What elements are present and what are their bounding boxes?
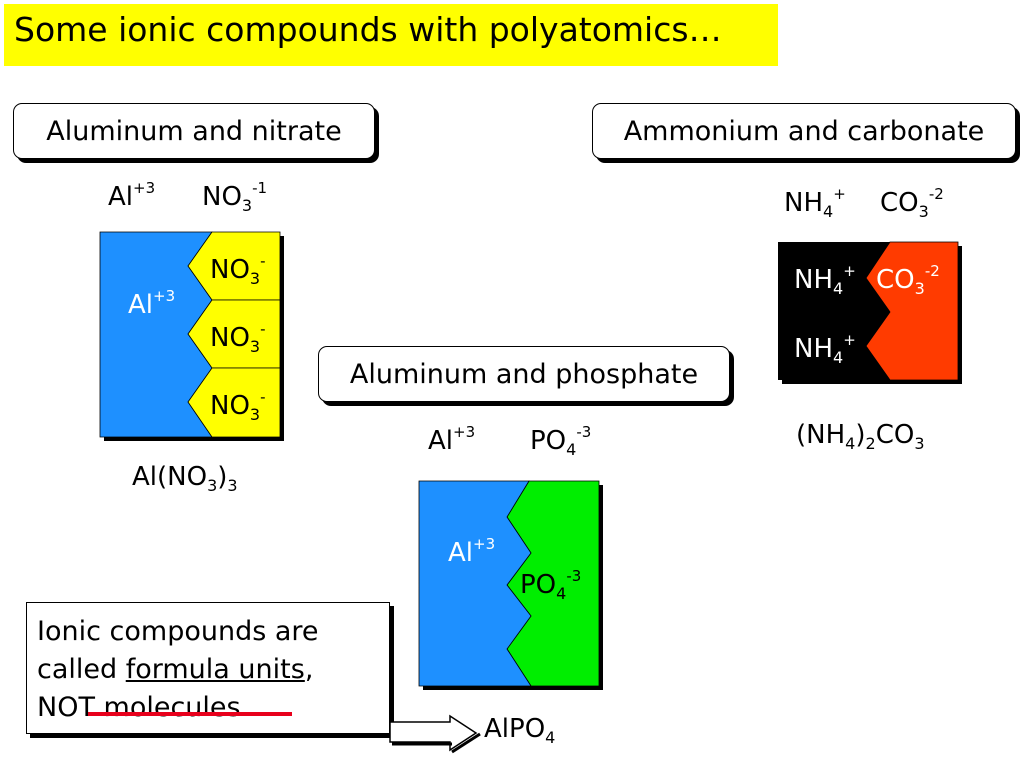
nitrate-block-3 [187, 367, 281, 438]
molecules-struck: molecules. [103, 692, 250, 723]
formula-units-note: Ionic compounds are called formula units… [26, 602, 390, 734]
strike-line [88, 712, 292, 716]
label-text: Ammonium and carbonate [623, 115, 985, 147]
formula-ammonium-carbonate: (NH4)2CO3 [796, 420, 925, 453]
label-aluminum-phosphate: Aluminum and phosphate [318, 346, 730, 402]
ion-ammonium: NH4+ [784, 185, 846, 221]
block-phosphate-label: PO4-3 [520, 567, 582, 603]
label-aluminum-nitrate: Aluminum and nitrate [13, 103, 375, 159]
ammonium-block [778, 242, 890, 380]
formula-al-phosphate: AlPO4 [484, 714, 556, 747]
ion-nitrate: NO3-1 [202, 179, 268, 215]
block-al-label: Al+3 [128, 287, 176, 320]
block-ammonium-label-1: NH4+ [794, 262, 856, 298]
formula-al-nitrate: Al(NO3)3 [132, 462, 238, 495]
ion-al-2: Al+3 [428, 423, 476, 456]
block-nitrate-label-2: NO3- [210, 320, 266, 356]
aluminum-nitrate-blocks [99, 231, 284, 441]
formula-units-term: formula units [125, 654, 305, 685]
note-line-3: NOT molecules. [37, 692, 250, 723]
block-carbonate-label: CO3-2 [876, 262, 940, 298]
ammonium-carbonate-blocks [778, 241, 962, 384]
block-ammonium-label-2: NH4+ [794, 331, 856, 367]
arrow-icon [389, 714, 481, 754]
note-line-1: Ionic compounds are [37, 616, 319, 647]
page-title: Some ionic compounds with polyatomics… [14, 10, 722, 49]
ion-phosphate: PO4-3 [530, 423, 592, 459]
al-block-2 [418, 480, 532, 687]
label-text: Aluminum and phosphate [349, 358, 699, 390]
title-banner: Some ionic compounds with polyatomics… [4, 4, 778, 66]
ion-al: Al+3 [108, 179, 156, 212]
block-al-label-2: Al+3 [448, 535, 496, 568]
ion-carbonate: CO3-2 [880, 185, 944, 221]
aluminum-phosphate-blocks [418, 480, 603, 690]
block-nitrate-label-1: NO3- [210, 252, 266, 288]
block-nitrate-label-3: NO3- [210, 388, 266, 424]
label-ammonium-carbonate: Ammonium and carbonate [592, 103, 1016, 159]
label-text: Aluminum and nitrate [46, 115, 342, 147]
note-line-2: called formula units, [37, 654, 314, 685]
